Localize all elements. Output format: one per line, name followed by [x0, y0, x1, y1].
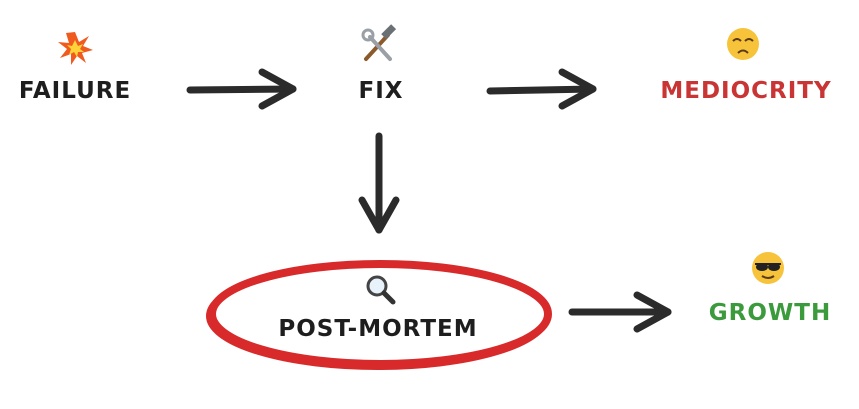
arrow-fix-to-mediocrity: [486, 68, 597, 110]
node-post-mortem: POST-MORTEM: [278, 316, 478, 342]
arrow-failure-to-fix: [186, 68, 297, 110]
node-growth: GROWTH: [708, 300, 832, 326]
highlight-ellipse: [206, 260, 552, 370]
node-fix: FIX: [358, 78, 404, 104]
hammer-and-wrench-icon: [361, 24, 397, 61]
sunglasses-face-icon: [752, 252, 784, 284]
collision-icon: [58, 32, 93, 65]
unamused-face-icon: [727, 28, 759, 60]
node-failure: FAILURE: [18, 78, 132, 104]
arrow-post-mortem-to-growth: [568, 291, 672, 333]
magnifying-glass-icon: [366, 275, 396, 305]
arrow-fix-to-post-mortem: [358, 132, 400, 234]
node-mediocrity: MEDIOCRITY: [660, 78, 832, 104]
